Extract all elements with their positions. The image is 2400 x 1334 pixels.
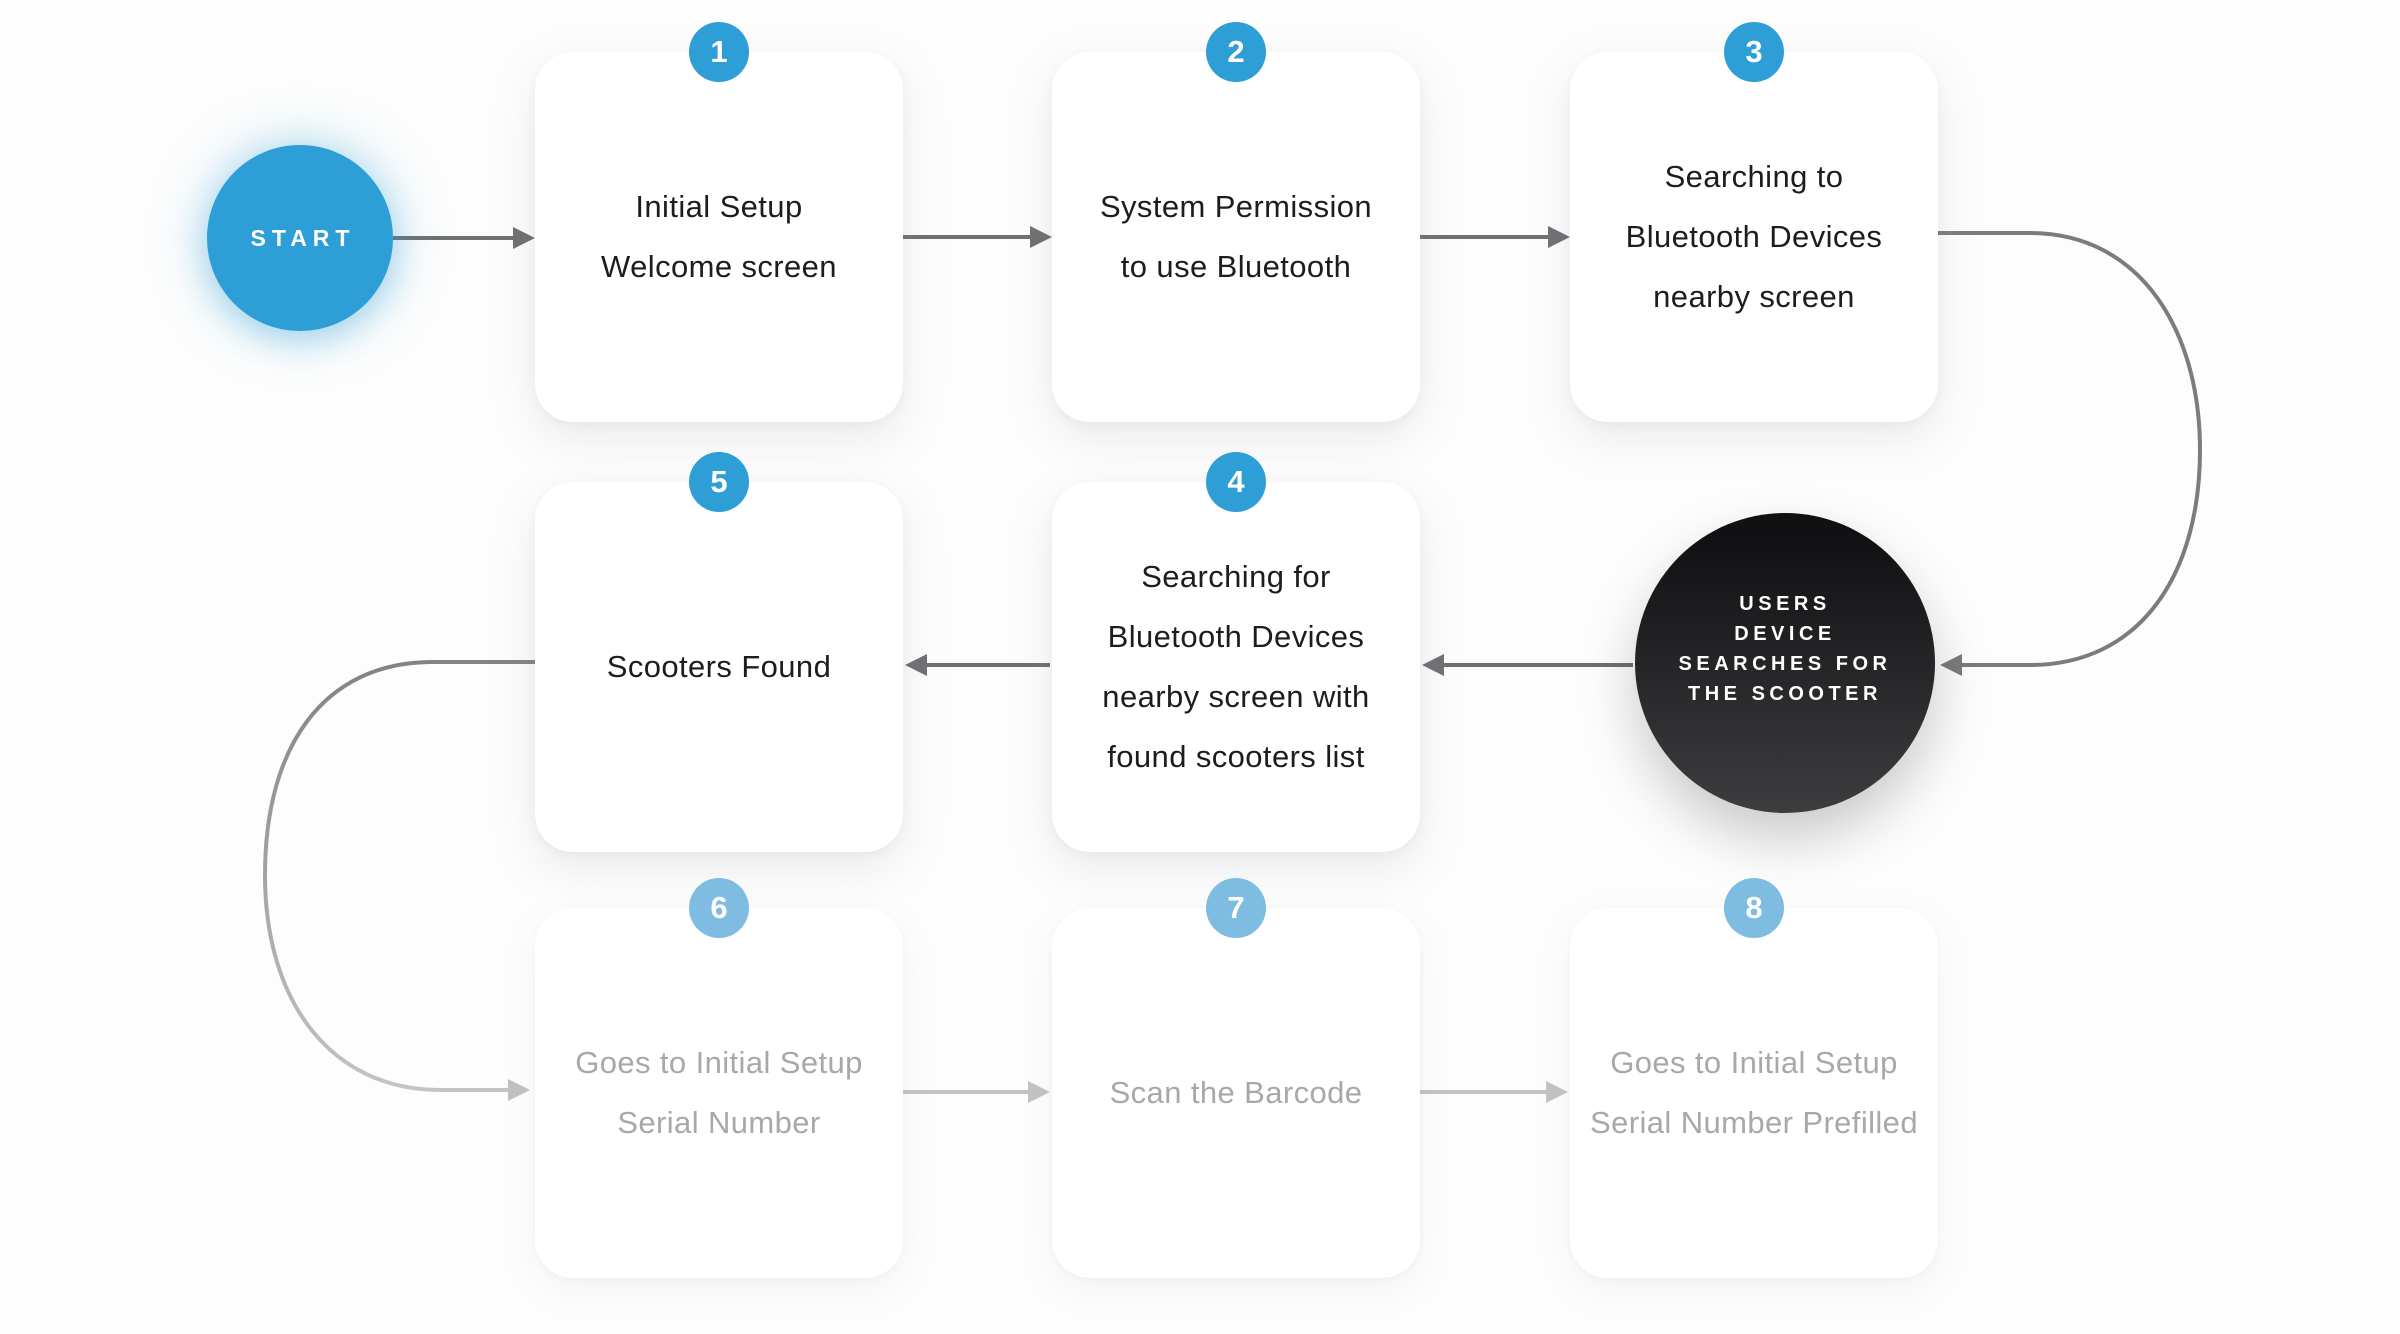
step-label: Searching for Bluetooth Devices nearby s… xyxy=(1102,559,1370,774)
start-node-label: START xyxy=(250,224,356,251)
step-number-badge: 7 xyxy=(1206,878,1266,938)
connector-step1-to-step2 xyxy=(903,226,1052,248)
step-card-7: 7 Scan the Barcode xyxy=(1052,878,1420,1278)
connector-step3-to-black-node xyxy=(1938,231,2203,676)
step-number-badge: 8 xyxy=(1724,878,1784,938)
step-label: Goes to Initial Setup Serial Number Pref… xyxy=(1590,1045,1918,1140)
connector-step2-to-step3 xyxy=(1420,226,1570,248)
step-card-8: 8 Goes to Initial Setup Serial Number Pr… xyxy=(1570,878,1938,1278)
step-number-badge: 4 xyxy=(1206,452,1266,512)
connector-black-node-to-step4 xyxy=(1422,654,1633,676)
step-label: Initial Setup Welcome screen xyxy=(601,189,837,284)
step-card-3: 3 Searching to Bluetooth Devices nearby … xyxy=(1570,22,1938,422)
step-label: Searching to Bluetooth Devices nearby sc… xyxy=(1625,159,1883,314)
step-card-2: 2 System Permission to use Bluetooth xyxy=(1052,22,1420,422)
step-card-5: 5 Scooters Found xyxy=(535,452,903,852)
step-label: Goes to Initial Setup Serial Number xyxy=(575,1045,863,1140)
step-label: Scan the Barcode xyxy=(1109,1075,1363,1110)
step-number-badge: 5 xyxy=(689,452,749,512)
step-number-badge: 1 xyxy=(689,22,749,82)
step-label: Scooters Found xyxy=(606,649,832,684)
connector-step5-to-step6 xyxy=(262,660,535,1101)
connector-step7-to-step8 xyxy=(1420,1081,1568,1103)
user-device-searches-node: USERS DEVICE SEARCHES FOR THE SCOOTER xyxy=(1635,513,1935,813)
step-number-badge: 3 xyxy=(1724,22,1784,82)
step-number-badge: 6 xyxy=(689,878,749,938)
connector-step4-to-step5 xyxy=(905,654,1050,676)
step-card-1: 1 Initial Setup Welcome screen xyxy=(535,22,903,422)
start-node: START xyxy=(207,145,393,331)
step-number-badge: 2 xyxy=(1206,22,1266,82)
connector-step6-to-step7 xyxy=(903,1081,1050,1103)
step-card-6: 6 Goes to Initial Setup Serial Number xyxy=(535,878,903,1278)
step-card-4: 4 Searching for Bluetooth Devices nearby… xyxy=(1052,452,1420,852)
black-node-label: USERS DEVICE SEARCHES FOR THE SCOOTER xyxy=(1678,593,1892,705)
connector-start-to-step1 xyxy=(393,227,535,249)
step-label: System Permission to use Bluetooth xyxy=(1099,189,1373,284)
